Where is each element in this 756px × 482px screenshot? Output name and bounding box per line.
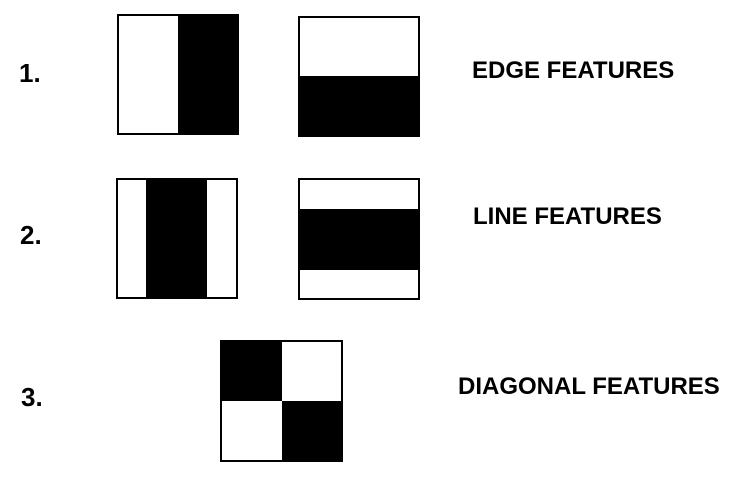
vertical-edge-feature xyxy=(117,14,239,135)
row-number-2: 2. xyxy=(20,220,42,250)
line-features-label: LINE FEATURES xyxy=(473,203,662,230)
horizontal-line-black-band xyxy=(300,209,418,270)
vertical-line-black-band xyxy=(146,180,207,297)
row-number-1: 1. xyxy=(19,58,41,88)
horizontal-line-feature xyxy=(298,178,420,300)
vertical-line-feature xyxy=(116,178,238,299)
horizontal-edge-black-half xyxy=(300,76,418,135)
diagonal-features-label: DIAGONAL FEATURES xyxy=(458,373,720,400)
vertical-edge-black-half xyxy=(178,16,237,133)
diagonal-feature xyxy=(220,340,343,462)
diagonal-bottom-right-black-square xyxy=(282,401,341,460)
row-number-3: 3. xyxy=(21,382,43,412)
diagonal-top-left-black-square xyxy=(222,342,282,401)
edge-features-label: EDGE FEATURES xyxy=(472,57,675,84)
horizontal-edge-feature xyxy=(298,16,420,137)
